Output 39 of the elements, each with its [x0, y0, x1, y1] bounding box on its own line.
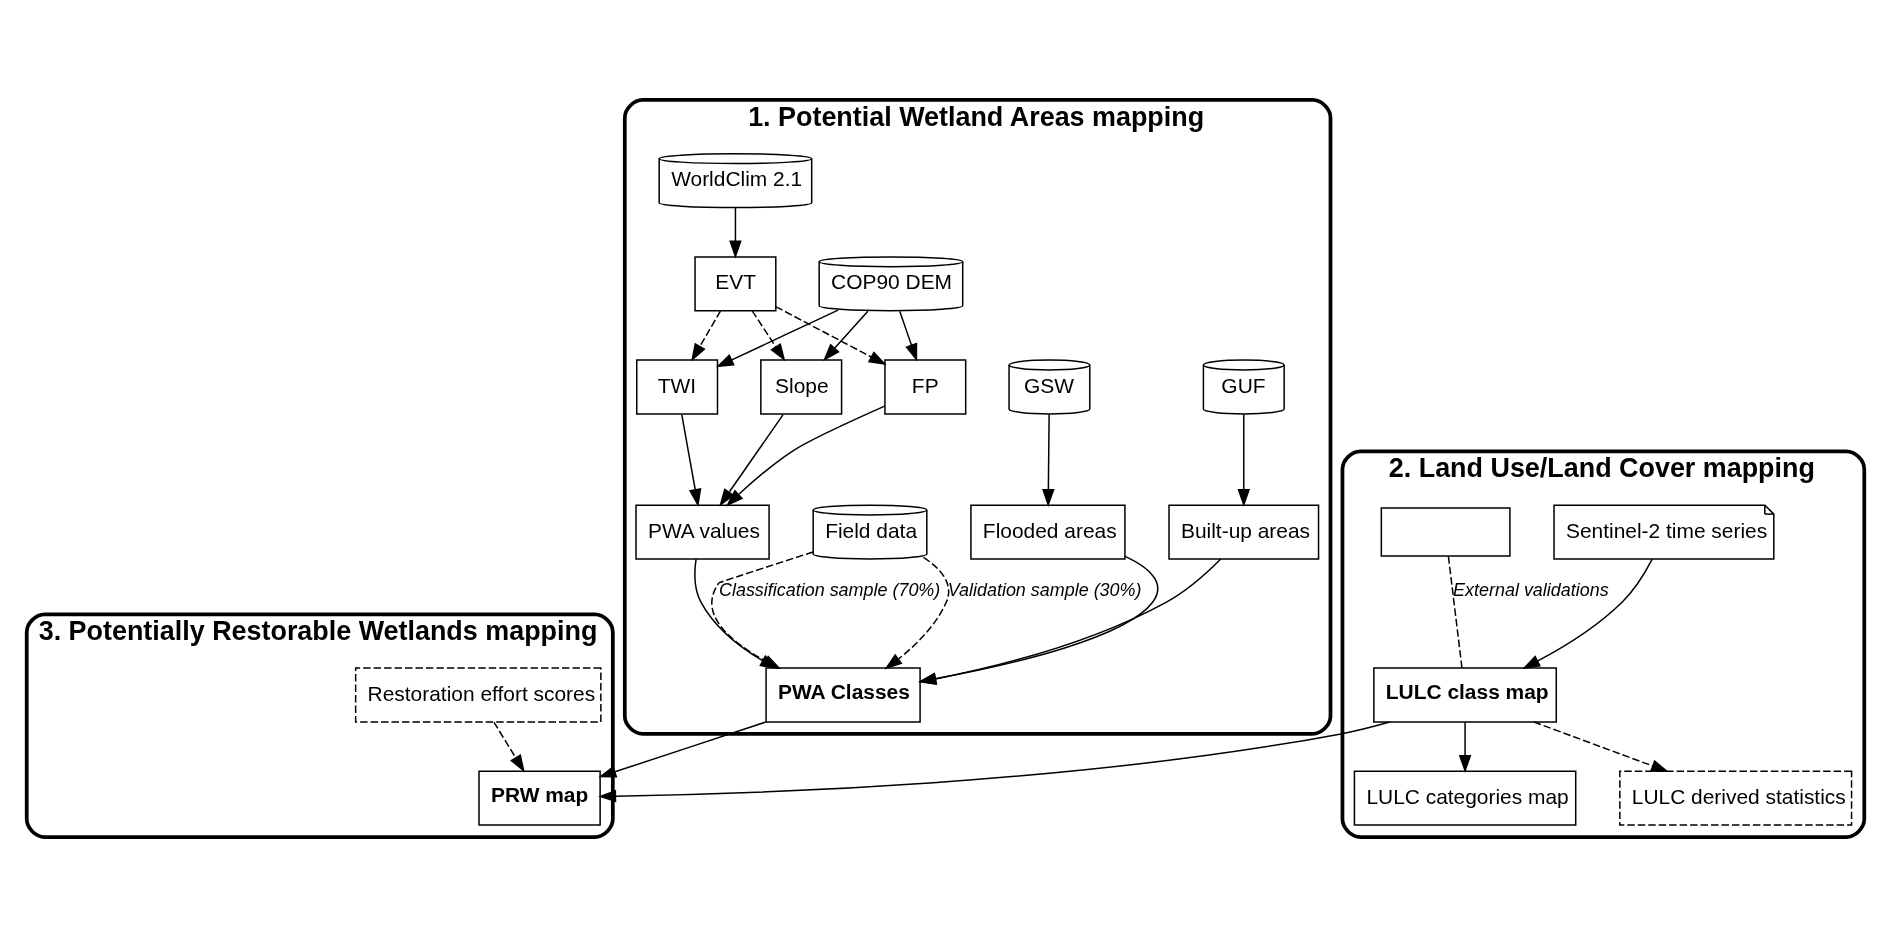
- node-box: LULC categories map: [1353, 770, 1577, 826]
- arrow: [1042, 413, 1055, 507]
- arrow: [1533, 721, 1669, 772]
- arrow: [715, 309, 839, 368]
- node-box: Restoration effort scores: [354, 667, 602, 723]
- connector: [1447, 555, 1463, 669]
- arrow: [691, 310, 722, 362]
- arrow: [823, 310, 869, 362]
- arrow: [899, 310, 918, 362]
- arrow: [1237, 413, 1251, 507]
- arrow: [884, 556, 950, 670]
- node-box: LULC derived statistics: [1619, 770, 1853, 826]
- node-box: Flooded areas: [970, 504, 1126, 560]
- arrow: [918, 555, 1159, 685]
- arrow: [729, 207, 742, 259]
- arrow: [1458, 721, 1472, 773]
- arrow: [1522, 558, 1653, 669]
- edge-label: Classification sample (70%): [718, 579, 941, 600]
- arrow: [918, 558, 1222, 685]
- arrow: [493, 721, 525, 773]
- node-box: EVT: [694, 256, 777, 312]
- node-box: FP: [884, 359, 967, 415]
- arrow: [751, 310, 786, 362]
- node-box: PRW map: [478, 770, 601, 826]
- node-box: LULC class map: [1373, 667, 1557, 723]
- node-box: TWI: [636, 359, 719, 415]
- edge-label: External validations: [1453, 579, 1609, 600]
- node-box: PWA Classes: [765, 667, 921, 723]
- node-box: [1380, 507, 1511, 557]
- node-box: Built-up areas: [1168, 504, 1320, 560]
- arrow: [598, 721, 1391, 803]
- arrow: [725, 405, 886, 507]
- node-box: PWA values: [635, 504, 770, 560]
- node-box: Slope: [760, 359, 843, 415]
- arrow: [598, 721, 767, 778]
- arrow: [681, 413, 702, 507]
- edge-label: Validation sample (30%): [947, 579, 1142, 600]
- arrow: [775, 306, 887, 366]
- arrow: [719, 413, 784, 507]
